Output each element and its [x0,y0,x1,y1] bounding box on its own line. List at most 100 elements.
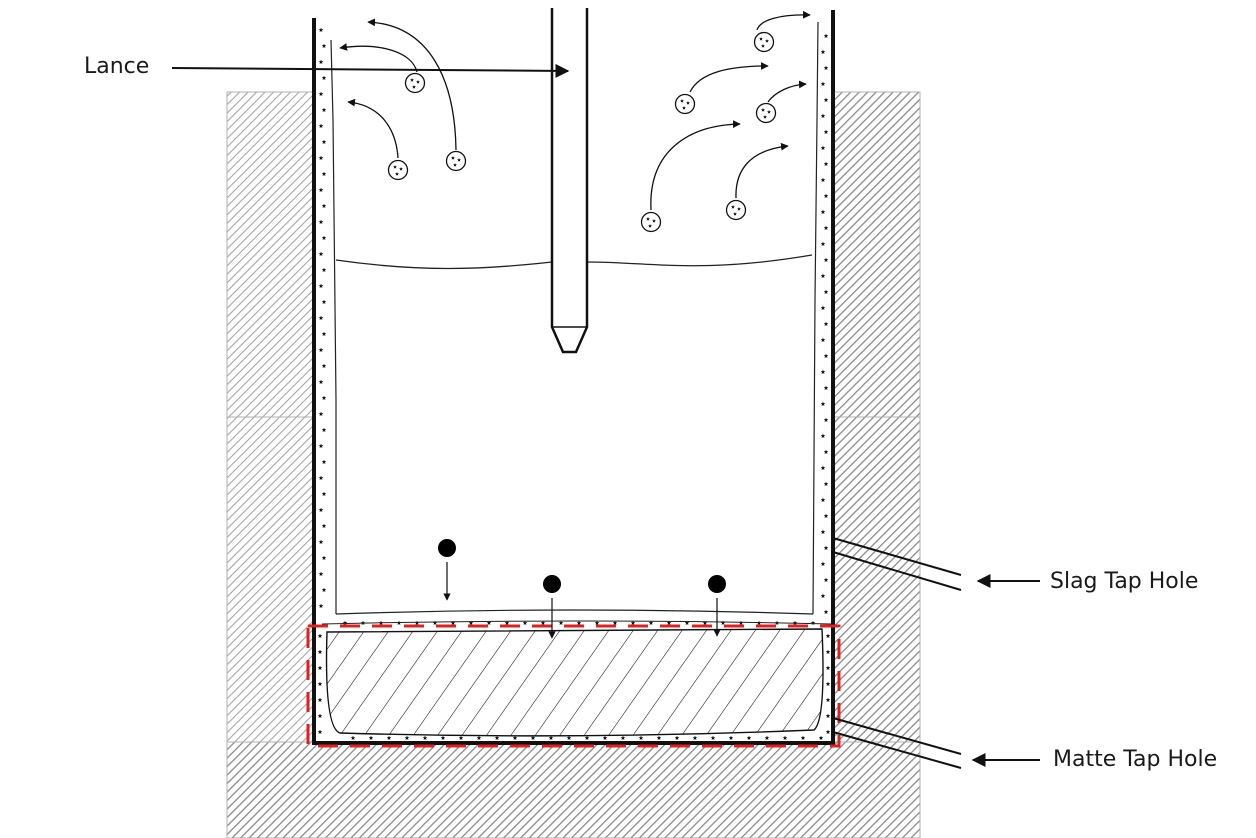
lining-dot [540,620,546,625]
lining-dot [584,735,590,740]
lining-dot [674,735,680,740]
lining-dot [686,101,690,105]
lining-dot [432,620,438,625]
lining-dot [728,735,734,740]
matte-tap-hole-label: Matte Tap Hole [1053,747,1218,772]
matte-slag-interface [321,620,832,625]
lining-dot [810,620,816,625]
lining-dot [823,129,829,134]
lining-dot [440,735,446,740]
lining-dot [823,321,829,326]
lining-dot [576,620,582,625]
lining-dot [820,529,826,534]
lining-dot [820,369,826,374]
lining-dot [494,735,500,740]
lining-dot [318,603,324,608]
lining-dot [820,113,826,118]
lining-dot [684,620,690,625]
lining-dot [823,161,829,166]
lining-dot [823,609,829,614]
off-gas-particles [387,31,777,233]
lining-dot [594,620,600,625]
flow-arrow [689,62,769,93]
lining-dot [825,649,831,654]
bath-surface-line [335,254,813,270]
lining-dot [318,571,324,576]
lining-dot [820,497,826,502]
lining-dot [458,735,464,740]
lining-dot [321,459,327,464]
lining-dot [602,735,608,740]
lining-dot [612,620,618,625]
lining-dot [321,171,327,176]
lining-dot [710,735,716,740]
lining-dot [648,620,654,625]
lining-dot [318,251,324,256]
lining-dot [823,513,829,518]
lining-dot [321,299,327,304]
lining-dot [321,267,327,272]
dust-particle [725,199,747,221]
lining-dot [820,273,826,278]
lining-dot [416,80,420,84]
dust-particle [755,102,777,124]
lining-dot [823,449,829,454]
dust-particle [640,211,662,233]
lining-dot [558,620,564,625]
lining-dot [422,735,428,740]
lining-dot [318,315,324,320]
lining-dot [317,681,323,686]
lining-dot [321,331,327,336]
matte-tap-hole [832,717,1040,769]
lining-dot [820,305,826,310]
lining-dot [321,203,327,208]
lining-dot [318,59,324,64]
lining-dot [823,353,829,358]
lining-dot [368,735,374,740]
vessel-shell [312,10,835,745]
lining-dot [318,219,324,224]
lining-dot [504,620,510,625]
lining-dot [321,235,327,240]
lining-dot [318,27,324,32]
lining-dot [321,555,327,560]
lining-dot [823,65,829,70]
lining-dot [823,577,829,582]
lining-dot [820,81,826,86]
lining-dot [761,108,765,112]
lining-dot [404,735,410,740]
lining-dot [733,212,737,216]
lining-dot [476,735,482,740]
lining-dot [823,257,829,262]
droplet [438,539,456,557]
lining-dot [317,649,323,654]
lining-dot [386,735,392,740]
lining-dot [680,99,684,103]
lining-dot [823,481,829,486]
lining-dot [350,735,356,740]
lining-dot [318,347,324,352]
lining-dot [318,507,324,512]
lining-dot [318,411,324,416]
lining-dot [720,620,726,625]
lining-dot [764,735,770,740]
lining-dot [321,427,327,432]
lining-dot [318,123,324,128]
lining-dot [763,115,767,119]
left-refractory-wall [226,91,315,743]
lining-dot [317,665,323,670]
lining-dot [823,193,829,198]
lining-dot [620,735,626,740]
off-gas-flow-arrows [339,10,811,211]
dust-particle [387,159,409,181]
lining-dot [731,205,735,209]
lining-dot [412,85,416,89]
lining-dot [512,735,518,740]
lining-dot [820,177,826,182]
lining-dot [321,75,327,80]
lining-dot [321,43,327,48]
slag-tap-hole [832,537,1040,591]
lining-dot [317,713,323,718]
flow-arrow [767,80,807,103]
lining-dot [823,97,829,102]
